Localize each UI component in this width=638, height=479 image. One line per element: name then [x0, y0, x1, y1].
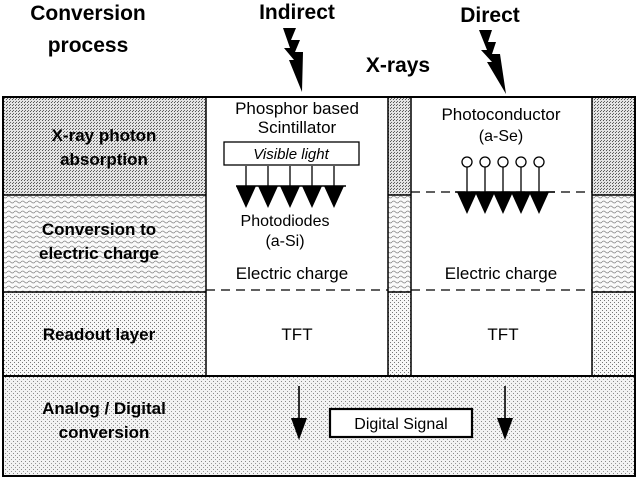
direct-column	[410, 96, 593, 377]
row-analog-digital	[3, 376, 635, 476]
photodiodes-label-2: (a-Si)	[265, 233, 304, 250]
direct-label: Direct	[460, 4, 520, 27]
xray-absorption-label-1: X-ray photon	[52, 126, 157, 145]
conversion-process-label-1: Conversion	[30, 2, 146, 25]
visible-light-label: Visible light	[253, 146, 329, 163]
direct-xray-bolt-icon	[479, 30, 506, 94]
visible-light-box	[223, 141, 360, 166]
photodiode-array-icon	[236, 166, 346, 208]
photoconductor-label-2: (a-Se)	[479, 128, 523, 145]
indirect-label: Indirect	[259, 1, 335, 24]
indirect-electric-charge-label: Electric charge	[236, 264, 348, 283]
photodiodes-label-1: Photodiodes	[241, 213, 330, 230]
photoconductor-label-1: Photoconductor	[441, 105, 560, 124]
xrays-label: X-rays	[366, 54, 430, 77]
readout-label: Readout layer	[43, 325, 156, 344]
outer-frame	[2, 96, 636, 477]
digital-signal-box	[328, 407, 474, 439]
indirect-down-arrow-icon	[291, 386, 307, 440]
direct-electric-charge-label: Electric charge	[445, 264, 557, 283]
phosphor-label-1: Phosphor based	[235, 99, 359, 118]
phosphor-label-2: Scintillator	[258, 118, 337, 137]
indirect-tft-label: TFT	[281, 325, 312, 344]
direct-tft-label: TFT	[487, 325, 518, 344]
conversion-charge-label-1: Conversion to	[42, 220, 156, 239]
analog-digital-label-1: Analog / Digital	[42, 399, 166, 418]
direct-down-arrow-icon	[497, 386, 513, 440]
analog-digital-label-2: conversion	[59, 423, 150, 442]
indirect-xray-bolt-icon	[283, 28, 303, 92]
xray-absorption-label-2: absorption	[60, 150, 148, 169]
conversion-charge-label-2: electric charge	[39, 244, 159, 263]
digital-signal-label: Digital Signal	[354, 416, 447, 433]
conversion-process-label-2: process	[48, 34, 129, 57]
photoconductor-array-icon	[455, 156, 555, 214]
